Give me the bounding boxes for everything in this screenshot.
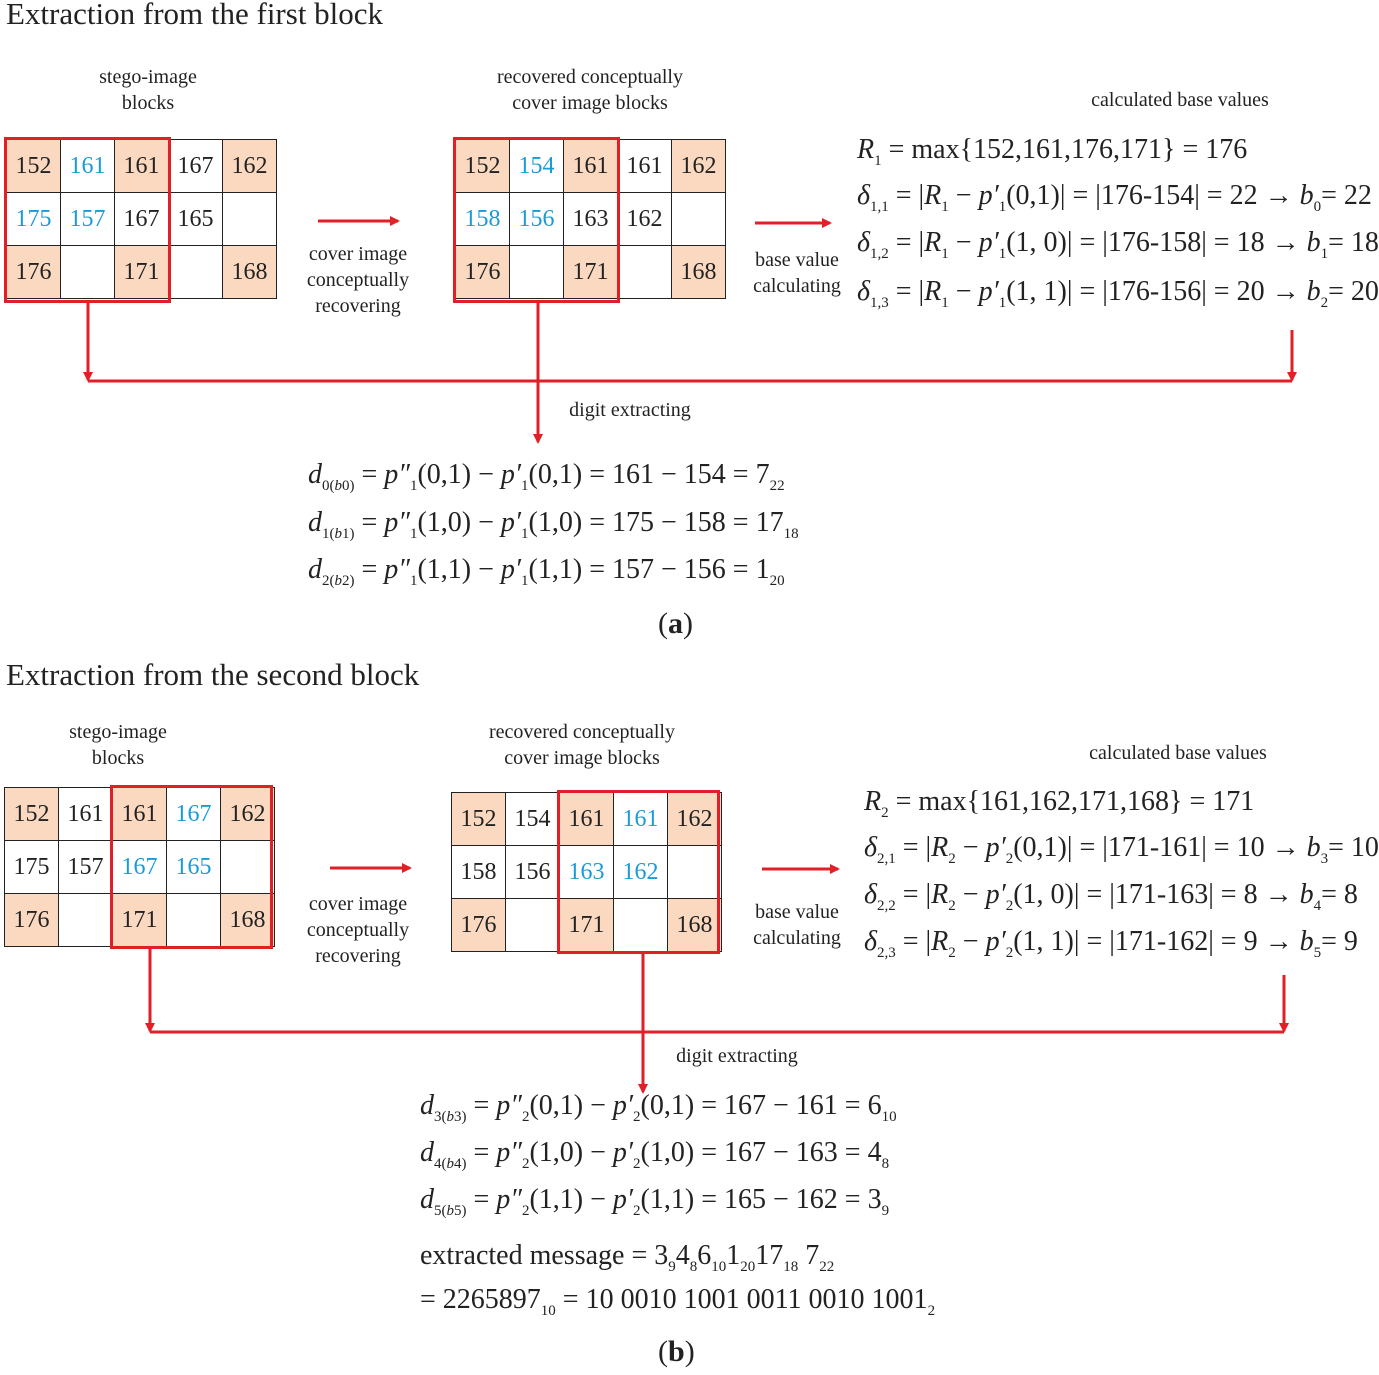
- grid-cell: [220, 840, 275, 894]
- grid-cell: 176: [4, 893, 59, 947]
- panel-a-eq-delta1: δ1,1 = |R1 − p′1(0,1)| = |176-154| = 22 …: [857, 180, 1372, 215]
- grid-cell: 161: [112, 787, 167, 841]
- grid-cell: 167: [166, 787, 221, 841]
- grid-cell: 176: [451, 898, 506, 952]
- panel-a-eq-r: R1 = max{152,161,176,171} = 176: [857, 134, 1248, 169]
- grid-cell: 161: [559, 792, 614, 846]
- panel-b-eq-delta2: δ2,2 = |R2 − p′2(1, 0)| = |171-163| = 8 …: [864, 879, 1358, 914]
- grid-cell: 171: [114, 245, 169, 299]
- grid-cell: 154: [509, 139, 564, 193]
- panel-a-digit-2: d2(b2) = p″1(1,1) − p′1(1,1) = 157 − 156…: [308, 554, 785, 589]
- grid-cell: 156: [505, 845, 560, 899]
- panel-a-stego-grid: 152 161 161 167 162 175 157 167 165 176 …: [6, 139, 277, 299]
- grid-cell: 158: [455, 192, 510, 246]
- grid-cell: [667, 845, 722, 899]
- grid-cell: 156: [509, 192, 564, 246]
- panel-a-extract-label: digit extracting: [569, 399, 691, 421]
- grid-cell: 161: [563, 139, 618, 193]
- grid-cell: [509, 245, 564, 299]
- panel-b-message-conversion: = 226589710 = 10 0010 1001 0011 0010 100…: [420, 1284, 936, 1319]
- grid-cell: 158: [451, 845, 506, 899]
- panel-b-cover-grid: 152 154 161 161 162 158 156 163 162 176 …: [451, 792, 722, 952]
- panel-b-digit-5: d5(b5) = p″2(1,1) − p′2(1,1) = 165 − 162…: [420, 1184, 890, 1219]
- grid-cell: [613, 898, 668, 952]
- grid-cell: 157: [60, 192, 115, 246]
- grid-cell: 162: [671, 139, 726, 193]
- panel-a-eq-delta3: δ1,3 = |R1 − p′1(1, 1)| = |176-156| = 20…: [857, 276, 1379, 311]
- panel-b-eq-delta3: δ2,3 = |R2 − p′2(1, 1)| = |171-162| = 9 …: [864, 926, 1358, 961]
- grid-cell: 175: [6, 192, 61, 246]
- grid-cell: 167: [168, 139, 223, 193]
- grid-cell: 176: [6, 245, 61, 299]
- panel-a-cover-grid: 152 154 161 161 162 158 156 163 162 176 …: [455, 139, 726, 299]
- grid-cell: 167: [112, 840, 167, 894]
- panel-b-title: Extraction from the second block: [6, 657, 420, 692]
- grid-cell: 162: [617, 192, 672, 246]
- grid-cell: 163: [563, 192, 618, 246]
- grid-cell: [505, 898, 560, 952]
- grid-cell: 161: [617, 139, 672, 193]
- grid-cell: 157: [58, 840, 113, 894]
- grid-cell: 152: [6, 139, 61, 193]
- grid-cell: 176: [455, 245, 510, 299]
- grid-cell: 171: [112, 893, 167, 947]
- grid-cell: 168: [667, 898, 722, 952]
- panel-b-base-label: calculated base values: [1089, 742, 1267, 764]
- grid-cell: 161: [613, 792, 668, 846]
- panel-a-digit-0: d0(b0) = p″1(0,1) − p′1(0,1) = 161 − 154…: [308, 459, 785, 494]
- panel-b-extract-label: digit extracting: [676, 1045, 798, 1067]
- grid-cell: 154: [505, 792, 560, 846]
- panel-b-eq-r: R2 = max{161,162,171,168} = 171: [864, 786, 1255, 821]
- grid-cell: 171: [563, 245, 618, 299]
- grid-cell: 152: [451, 792, 506, 846]
- grid-cell: [617, 245, 672, 299]
- grid-cell: [60, 245, 115, 299]
- grid-cell: 168: [220, 893, 275, 947]
- panel-b-stego-grid: 152 161 161 167 162 175 157 167 165 176 …: [4, 787, 275, 947]
- grid-cell: 168: [222, 245, 277, 299]
- panel-b-extracted-message: extracted message = 39486101201718 722: [420, 1240, 835, 1275]
- panel-b-digit-4: d4(b4) = p″2(1,0) − p′2(1,0) = 167 − 163…: [420, 1137, 890, 1172]
- grid-cell: 175: [4, 840, 59, 894]
- panel-b-eq-delta1: δ2,1 = |R2 − p′2(0,1)| = |171-161| = 10 …: [864, 832, 1379, 867]
- panel-a-letter: (a): [658, 607, 693, 640]
- panel-a-base-label: calculated base values: [1091, 89, 1269, 111]
- grid-cell: 168: [671, 245, 726, 299]
- grid-cell: [168, 245, 223, 299]
- grid-cell: 162: [667, 792, 722, 846]
- panel-a-digit-1: d1(b1) = p″1(1,0) − p′1(1,0) = 175 − 158…: [308, 507, 799, 542]
- grid-cell: [58, 893, 113, 947]
- grid-cell: 162: [220, 787, 275, 841]
- panel-b-digit-3: d3(b3) = p″2(0,1) − p′2(0,1) = 167 − 161…: [420, 1090, 897, 1125]
- grid-cell: 162: [613, 845, 668, 899]
- grid-cell: 152: [455, 139, 510, 193]
- grid-cell: 152: [4, 787, 59, 841]
- grid-cell: 161: [114, 139, 169, 193]
- grid-cell: 165: [168, 192, 223, 246]
- grid-cell: 161: [58, 787, 113, 841]
- panel-b-letter: (b): [658, 1335, 695, 1368]
- grid-cell: [166, 893, 221, 947]
- grid-cell: 163: [559, 845, 614, 899]
- grid-cell: 171: [559, 898, 614, 952]
- grid-cell: 161: [60, 139, 115, 193]
- panel-a-title: Extraction from the first block: [6, 0, 384, 31]
- panel-a-eq-delta2: δ1,2 = |R1 − p′1(1, 0)| = |176-158| = 18…: [857, 227, 1379, 262]
- grid-cell: [222, 192, 277, 246]
- grid-cell: 167: [114, 192, 169, 246]
- grid-cell: 162: [222, 139, 277, 193]
- grid-cell: [671, 192, 726, 246]
- grid-cell: 165: [166, 840, 221, 894]
